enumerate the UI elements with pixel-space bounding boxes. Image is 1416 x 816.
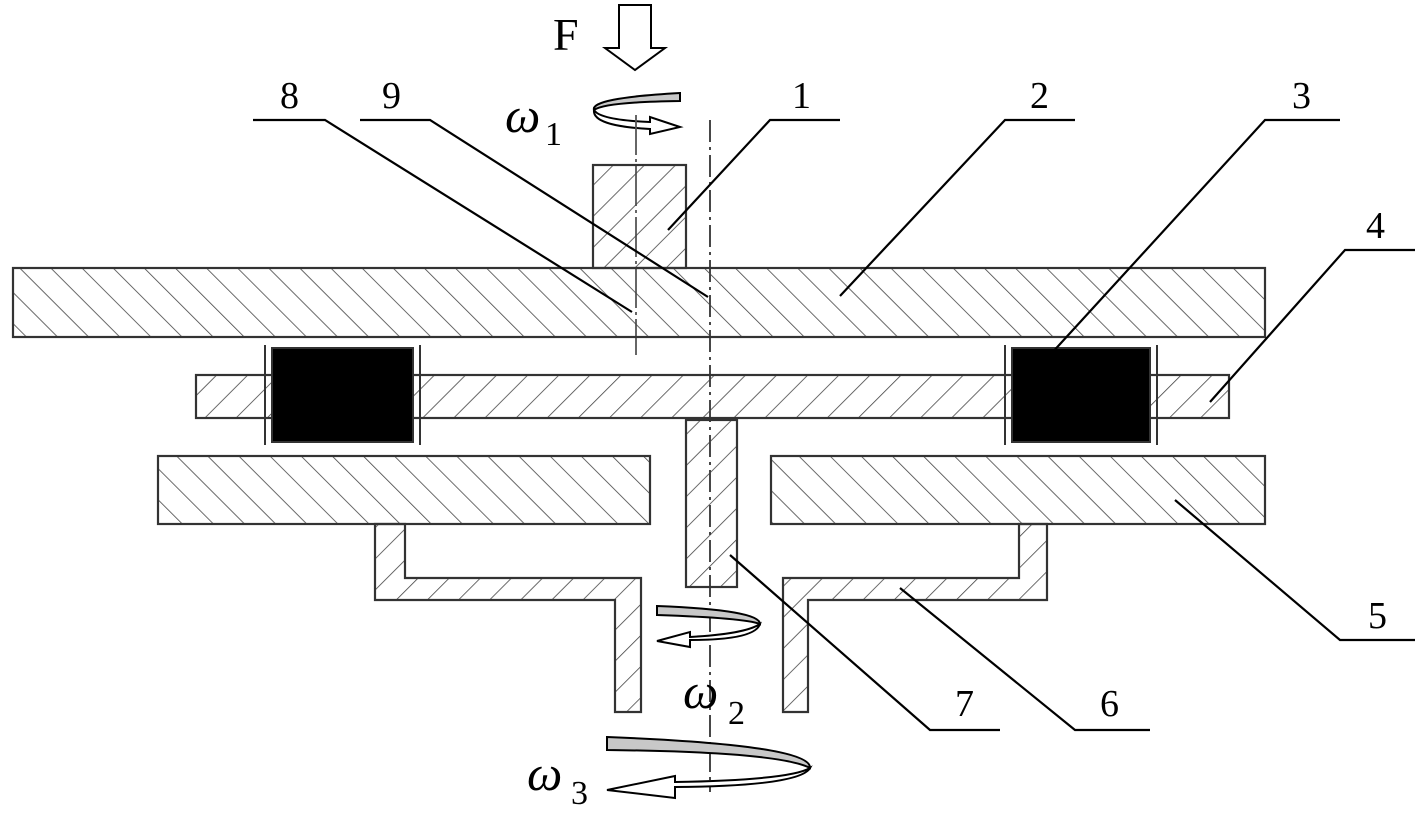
omega1-symbol: ω (505, 87, 540, 143)
leader-7: 7 (729, 554, 1000, 732)
leader-9: 9 (360, 75, 709, 298)
omega2-symbol: ω (683, 663, 718, 719)
rotation-arrow-omega2-icon (656, 604, 762, 626)
omega2-subscript: 2 (728, 695, 745, 732)
leader-8: 8 (253, 75, 633, 313)
part-3-block-right (1011, 347, 1151, 443)
part-label-8: 8 (280, 75, 299, 117)
part-5-lower-plate-left (156, 454, 652, 526)
part-label-9: 9 (382, 75, 401, 117)
leader-3: 3 (1049, 75, 1340, 356)
rotation-arrow-omega1-icon (592, 91, 681, 112)
leader-2: 2 (839, 75, 1075, 297)
rotation-arrowhead-omega1-icon (593, 107, 684, 136)
part-6-bracket-left (373, 522, 643, 714)
force-label: F (553, 9, 579, 60)
part-7-shaft (684, 418, 739, 589)
force-arrow-icon (601, 4, 669, 72)
part-label-4: 4 (1366, 205, 1385, 247)
leader-5: 5 (1174, 499, 1415, 642)
part-5-lower-plate-right (769, 454, 1267, 526)
part-label-3: 3 (1292, 75, 1311, 117)
rotation-arrowhead-omega2-icon (656, 621, 762, 649)
part-3-block-left (271, 347, 414, 443)
omega1-subscript: 1 (545, 116, 562, 153)
omega3-subscript: 3 (571, 775, 588, 812)
part-label-2: 2 (1030, 75, 1049, 117)
part-2-upper-plate (11, 266, 1267, 339)
part-label-7: 7 (955, 683, 974, 725)
part-1-spindle (591, 163, 688, 270)
part-label-5: 5 (1368, 595, 1387, 637)
omega3-symbol: ω (527, 745, 562, 801)
part-label-1: 1 (792, 75, 811, 117)
leader-1: 1 (667, 75, 840, 231)
leader-4: 4 (1209, 205, 1415, 403)
rotation-arrowhead-omega3-icon (606, 765, 813, 800)
leader-6: 6 (899, 587, 1150, 732)
part-6-bracket-right (781, 522, 1049, 714)
rotation-arrow-omega3-icon (606, 735, 812, 770)
part-label-6: 6 (1100, 683, 1119, 725)
